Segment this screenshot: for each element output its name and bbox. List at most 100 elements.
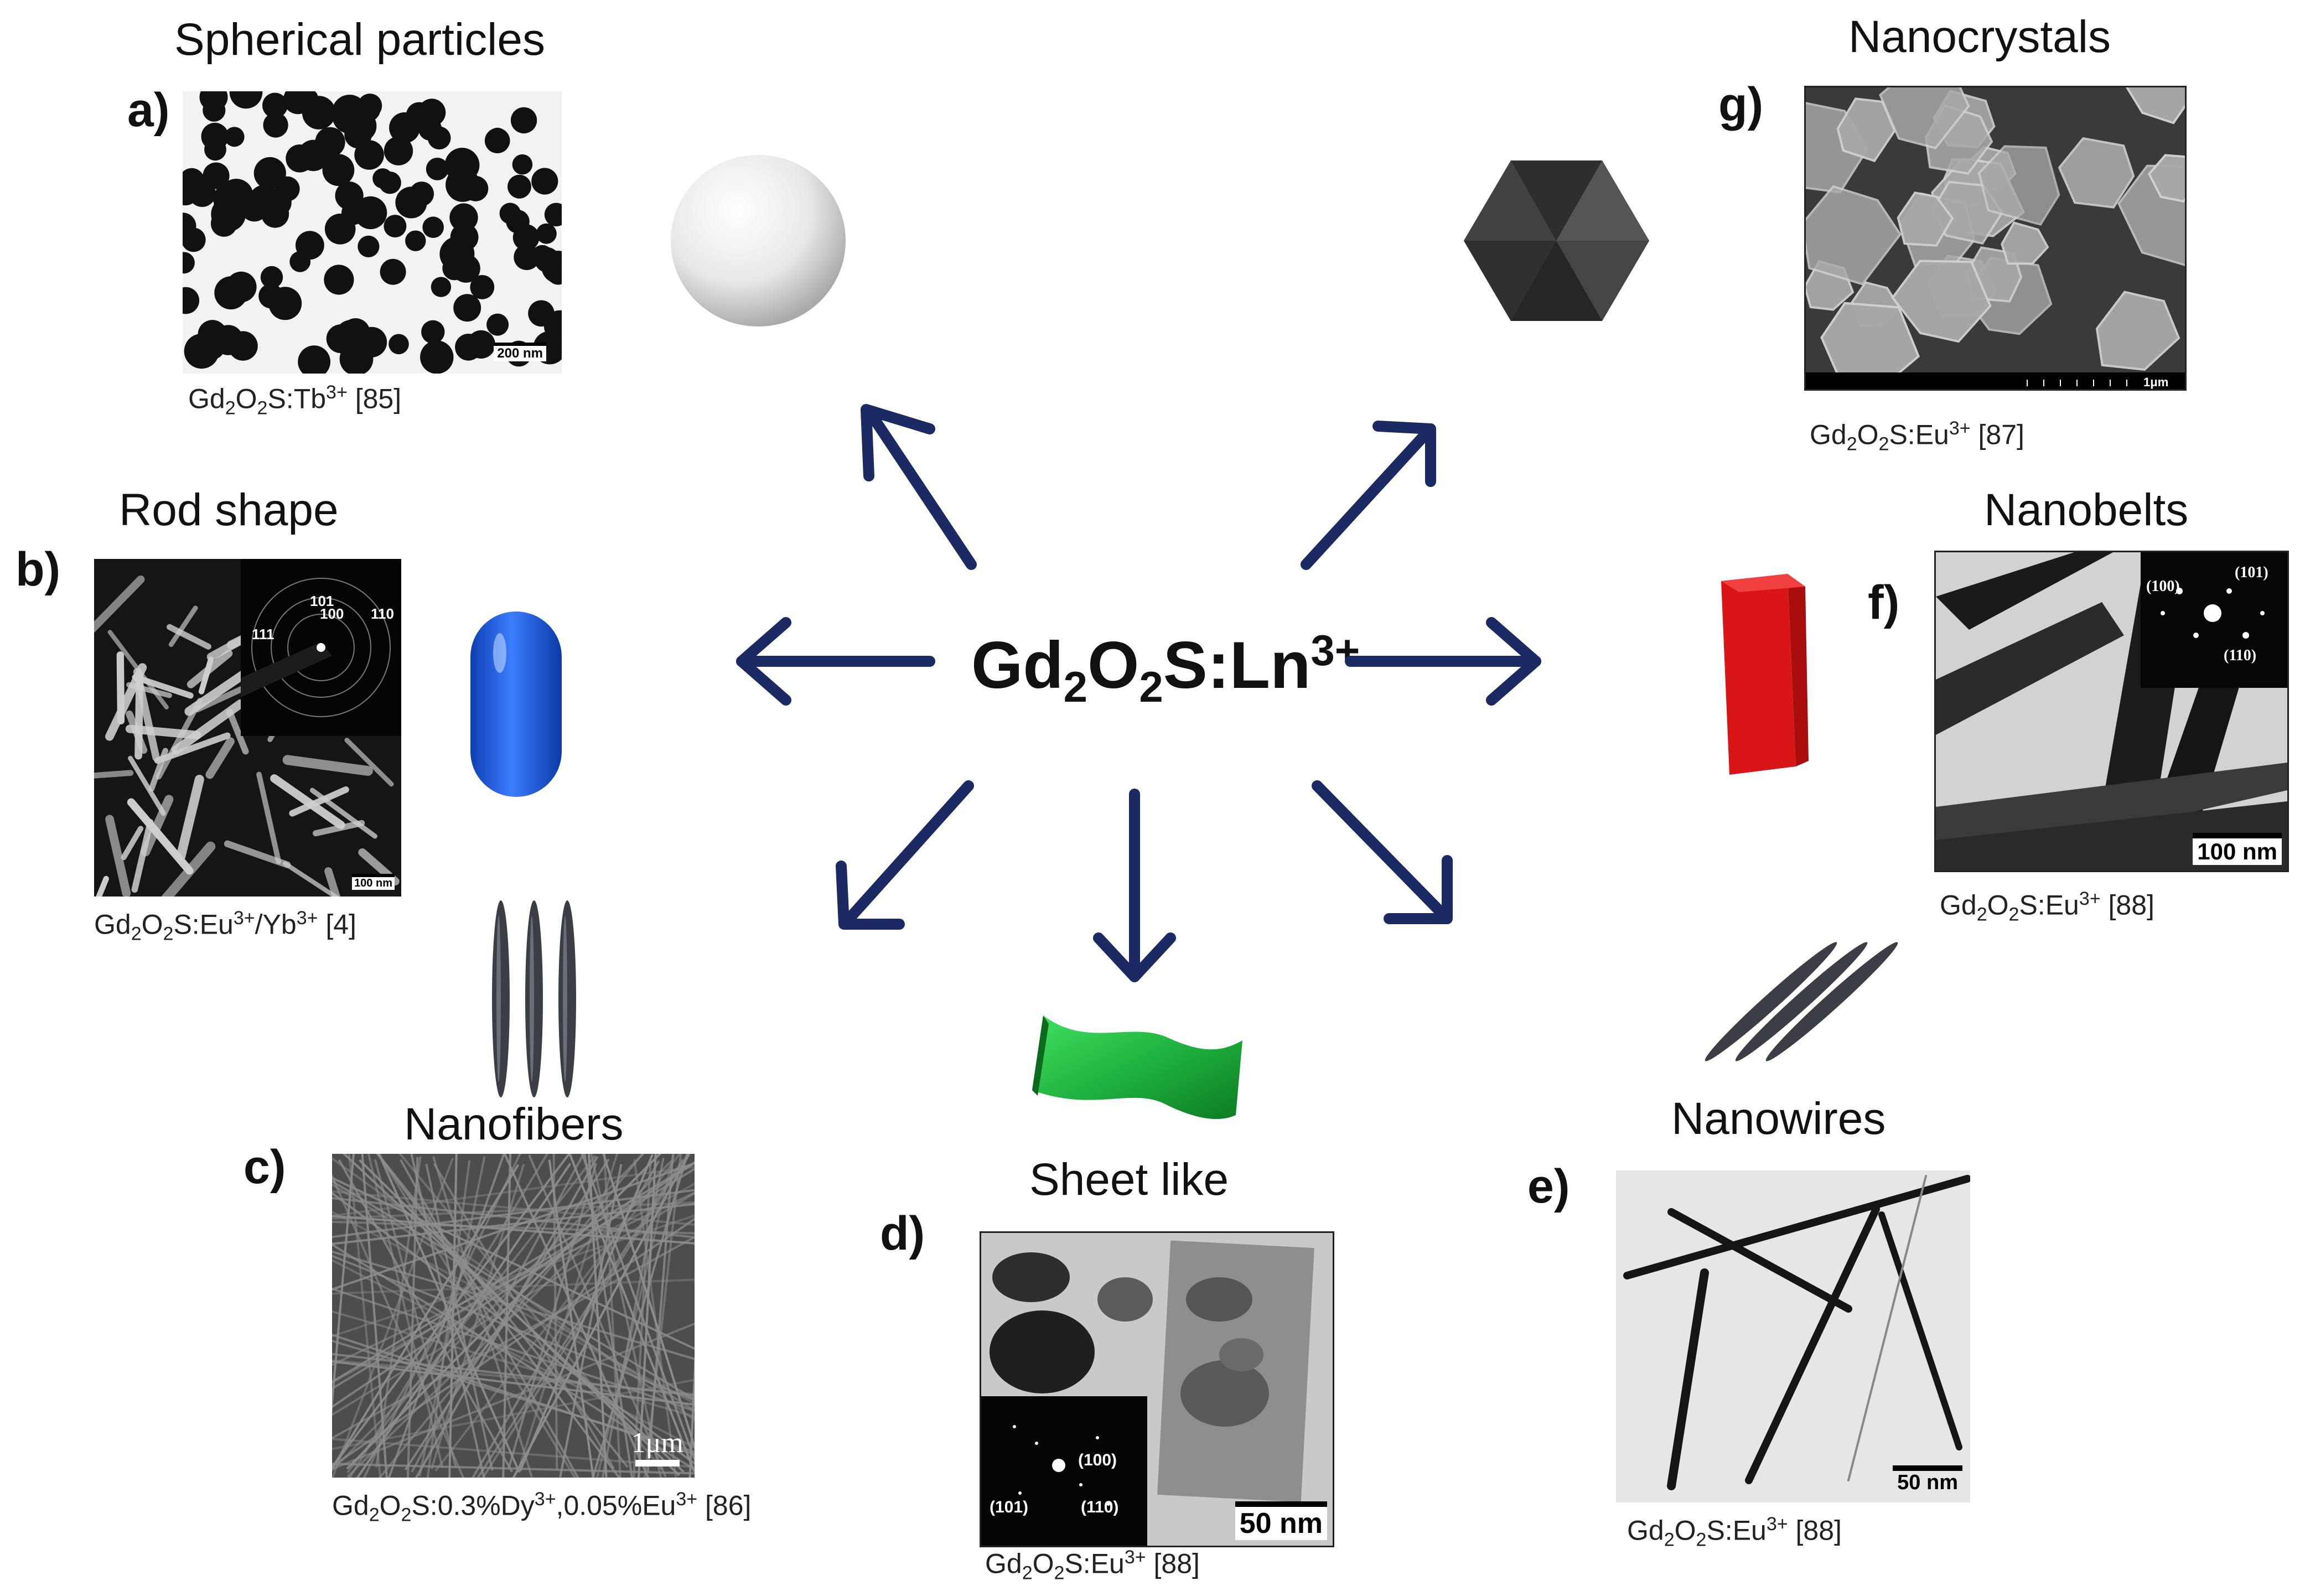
nanofibers-image (332, 1154, 695, 1478)
panel-e-title: Nanowires (1671, 1094, 1886, 1144)
nanowires-icon (1705, 942, 1898, 1061)
panel-b-caption: Gd2O2S:Eu3+/Yb3+ [4] (94, 908, 356, 945)
caption-sub: 2 (401, 1504, 412, 1526)
panel-a-title: Spherical particles (174, 14, 545, 65)
center-label-part: S:Ln (1163, 628, 1311, 702)
panel-e-letter: e) (1527, 1160, 1570, 1213)
panel-e-scale: 50 nm (1893, 1465, 1962, 1495)
caption-sup: 3+ (296, 908, 318, 929)
caption-text: O (235, 383, 257, 414)
sphere-icon (671, 155, 846, 327)
panel-f-title: Nanobelts (1984, 485, 2189, 535)
caption-text: S:Eu (1889, 419, 1949, 450)
panel-f-scale-text: 100 nm (2197, 838, 2277, 864)
panel-d-title: Sheet like (1029, 1154, 1229, 1205)
caption-text: O (1857, 419, 1879, 450)
center-compound-label: Gd2O2S:Ln3+ (971, 625, 1360, 712)
panel-g-caption: Gd2O2S:Eu3+ [87] (1810, 418, 2024, 455)
panel-a-scale-text: 200 nm (497, 346, 543, 361)
caption-text: ,0.05%Eu (556, 1490, 676, 1521)
arrow-down (1093, 789, 1176, 982)
caption-ref: [86] (697, 1490, 752, 1521)
panel-g-scale-text: 1μm (2143, 375, 2168, 389)
arrow-left (736, 617, 935, 706)
center-label-part: O (1087, 628, 1139, 702)
panel-c-scale: 1μm (631, 1429, 683, 1467)
caption-ref: [85] (347, 383, 402, 414)
panel-a-caption: Gd2O2S:Tb3+ [85] (188, 382, 401, 419)
caption-sub: 2 (1878, 433, 1889, 455)
panel-d-scale: 50 nm (1235, 1501, 1327, 1540)
caption-text: O (1032, 1548, 1054, 1579)
caption-sup: 3+ (1949, 418, 1971, 439)
caption-text: S:Eu (1064, 1548, 1125, 1579)
capsule-rod-icon (470, 612, 562, 797)
caption-text: Gd (1810, 419, 1847, 450)
caption-sub: 2 (1696, 1529, 1707, 1551)
caption-text: O (1987, 889, 2009, 921)
spherical-particles-image (183, 91, 562, 374)
panel-g-micrograph: 1μm (1804, 86, 2187, 391)
caption-text: Gd (94, 909, 131, 940)
panel-d-scale-text: 50 nm (1239, 1507, 1323, 1540)
panel-d-micrograph: (100) (101) (110) 50 nm (980, 1231, 1334, 1547)
center-label-part: Gd (971, 628, 1064, 702)
caption-text: Gd (188, 383, 225, 414)
panel-b-scale-text: 100 nm (354, 877, 392, 889)
scale-bar (635, 1460, 680, 1467)
caption-ref: [88] (2100, 889, 2154, 921)
panel-g-title: Nanocrystals (1848, 12, 2111, 62)
panel-f-caption: Gd2O2S:Eu3+ [88] (1940, 888, 2154, 926)
caption-ref: [4] (318, 909, 356, 940)
caption-sub: 2 (1022, 1562, 1033, 1584)
caption-text: S:0.3%Dy (411, 1490, 535, 1521)
panel-g-letter: g) (1718, 78, 1764, 131)
panel-d-letter: d) (880, 1207, 925, 1260)
caption-text: Gd (1940, 889, 1977, 921)
caption-sup: 3+ (233, 908, 255, 929)
panel-a-letter: a) (127, 84, 170, 137)
caption-text: /Yb (255, 909, 297, 940)
caption-ref: [87] (1970, 419, 2024, 450)
caption-sup: 3+ (676, 1489, 698, 1510)
nanocrystals-image: 1μm (1806, 87, 2185, 389)
panel-c-micrograph: 1μm (332, 1154, 695, 1478)
caption-sub: 2 (369, 1504, 380, 1526)
rod-shape-image: 101 100 110 111 (94, 559, 401, 897)
sheet-like-image: (100) (101) (110) (981, 1233, 1333, 1546)
caption-ref: [88] (1788, 1515, 1842, 1546)
sheet-icon (1032, 1015, 1242, 1120)
caption-sup: 3+ (326, 382, 348, 403)
caption-sup: 3+ (534, 1489, 556, 1510)
caption-sub: 2 (1846, 433, 1857, 455)
panel-a-scale: 200 nm (494, 343, 546, 361)
panel-e-scale-text: 50 nm (1897, 1471, 1958, 1494)
inset-label-100: (100) (1078, 1451, 1117, 1469)
inset-label-100: (100) (2146, 578, 2180, 595)
inset-label-101: (101) (990, 1498, 1028, 1516)
inset-label-111: 111 (252, 626, 274, 642)
inset-label-101: 101 (310, 593, 334, 609)
caption-text: Gd (1627, 1515, 1664, 1546)
panel-f-scale: 100 nm (2193, 833, 2282, 865)
panel-b-micrograph: 101 100 110 111 100 nm (94, 559, 401, 897)
panel-e-micrograph: 50 nm (1616, 1170, 1970, 1502)
caption-text: O (379, 1490, 401, 1521)
nanofibers-icon (492, 900, 576, 1097)
inset-label-100: 100 (320, 605, 344, 622)
center-label-subscript: 2 (1063, 662, 1088, 711)
center-label-subscript: 2 (1139, 662, 1163, 711)
caption-sub: 2 (2008, 904, 2019, 925)
panel-c-title: Nanofibers (404, 1099, 624, 1149)
caption-text: O (1674, 1515, 1696, 1546)
caption-text: Gd (985, 1548, 1022, 1579)
panel-c-letter: c) (244, 1141, 286, 1194)
arrow-down-right (1312, 780, 1453, 924)
inset-label-110: 110 (371, 605, 394, 622)
caption-sub: 2 (257, 397, 268, 419)
caption-sub: 2 (1976, 904, 1987, 925)
caption-sub: 2 (131, 923, 142, 945)
caption-text: S:Tb (267, 383, 327, 414)
inset-label-101: (101) (2235, 564, 2268, 581)
